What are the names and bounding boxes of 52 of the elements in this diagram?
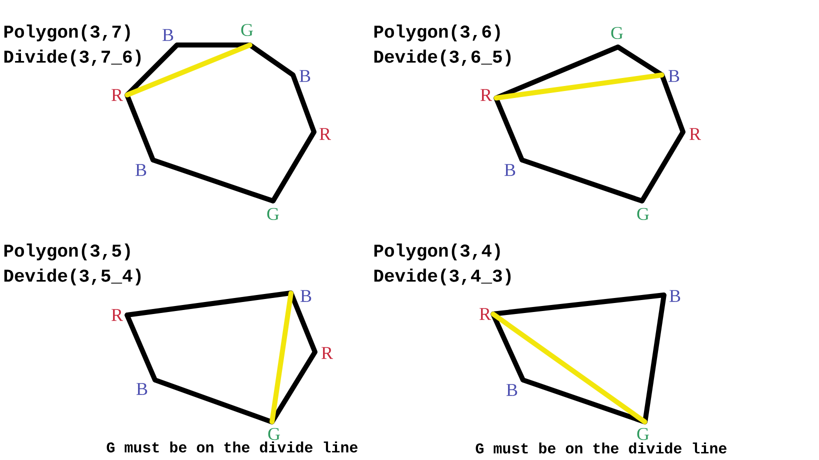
diagonal-line: [270, 290, 294, 424]
diagonal-line: [494, 72, 664, 100]
panel-title: Polygon(3,4): [374, 244, 500, 260]
polygon-side: [520, 378, 648, 424]
vertex-label: G: [637, 428, 649, 440]
panel-title: Devide(3,4_3): [374, 268, 511, 286]
diagonal-line: [490, 312, 648, 424]
diagonal-line: [124, 42, 252, 98]
polygon-side: [660, 72, 686, 134]
vertex-label: R: [112, 89, 123, 101]
vertex-label: B: [162, 29, 174, 41]
panel-title: Devide(3,5_4): [4, 268, 141, 286]
vertex-label: G: [241, 24, 253, 36]
note-text: G must be on the divide line: [476, 442, 726, 454]
polygon-side: [490, 292, 666, 316]
note-text: G must be on the divide line: [106, 441, 358, 452]
polygon-side: [494, 96, 524, 162]
polygon-side: [490, 312, 526, 382]
vertex-label: R: [320, 128, 331, 140]
vertex-label: B: [504, 164, 516, 176]
vertex-label: R: [112, 309, 123, 321]
vertex-label: R: [690, 128, 701, 140]
polygon-side: [290, 72, 316, 134]
vertex-label: B: [300, 290, 312, 302]
polygon-side: [124, 92, 156, 162]
vertex-label: R: [480, 308, 491, 320]
panel-title: Divide(3,7_6): [4, 50, 141, 66]
polygon-side: [520, 158, 644, 204]
polygon-side: [642, 292, 666, 424]
polygon-side: [640, 130, 686, 204]
vertex-label: B: [668, 70, 680, 82]
panel-title: Polygon(3,6): [374, 24, 500, 42]
vertex-label: B: [136, 164, 146, 176]
panel-title: Devide(3,6_5): [374, 50, 511, 66]
polygon-side: [124, 312, 158, 382]
vertex-label: R: [480, 89, 492, 101]
vertex-label: G: [637, 208, 649, 220]
vertex-label: R: [322, 347, 333, 359]
vertex-label: G: [611, 26, 623, 40]
panel-title: Polygon(3,7): [4, 24, 130, 42]
polygon-side: [152, 378, 274, 424]
polygon-side: [270, 130, 316, 204]
panel-title: Polygon(3,5): [4, 244, 130, 260]
vertex-label: B: [136, 383, 148, 395]
polygon-side: [150, 158, 276, 204]
polygon-side: [248, 42, 296, 78]
vertex-label: B: [670, 290, 680, 302]
vertex-label: B: [506, 384, 518, 396]
vertex-label: G: [268, 428, 280, 440]
polygon-side: [124, 290, 294, 318]
vertex-label: B: [300, 70, 310, 82]
vertex-label: G: [267, 208, 279, 220]
